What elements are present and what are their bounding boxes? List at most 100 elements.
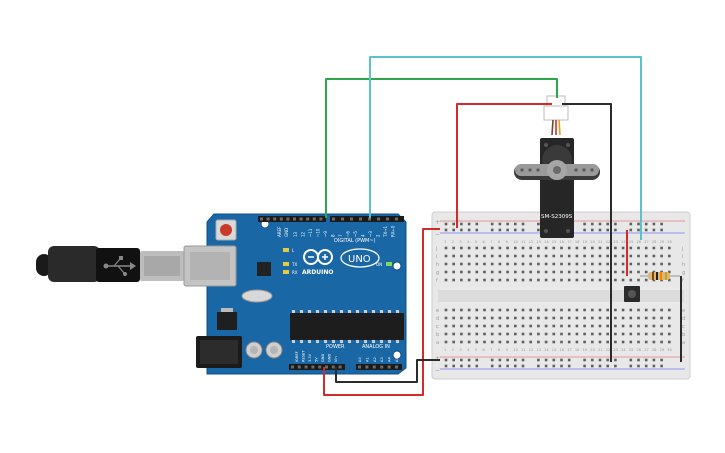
breadboard-hole[interactable] xyxy=(660,316,663,320)
breadboard-hole[interactable] xyxy=(560,246,563,250)
breadboard-hole[interactable] xyxy=(521,278,525,282)
breadboard-hole[interactable] xyxy=(621,270,625,274)
breadboard-hole[interactable] xyxy=(544,308,548,312)
rail-hole[interactable] xyxy=(498,358,502,362)
rail-hole[interactable] xyxy=(452,364,455,368)
breadboard-hole[interactable] xyxy=(606,332,609,336)
breadboard-hole[interactable] xyxy=(629,270,633,274)
rail-hole[interactable] xyxy=(498,228,502,232)
rail-hole[interactable] xyxy=(537,364,540,368)
breadboard-hole[interactable] xyxy=(591,316,594,320)
breadboard-hole[interactable] xyxy=(575,324,579,328)
rail-hole[interactable] xyxy=(475,358,479,362)
breadboard-hole[interactable] xyxy=(606,308,609,312)
rail-hole[interactable] xyxy=(591,364,594,368)
rail-hole[interactable] xyxy=(644,222,648,226)
rail-hole[interactable] xyxy=(475,228,479,232)
breadboard-hole[interactable] xyxy=(460,246,463,250)
breadboard-hole[interactable] xyxy=(560,332,563,336)
breadboard-hole[interactable] xyxy=(637,262,640,266)
breadboard-hole[interactable] xyxy=(629,332,633,336)
rail-hole[interactable] xyxy=(506,364,509,368)
reset-button[interactable] xyxy=(215,219,237,241)
breadboard-hole[interactable] xyxy=(475,262,479,266)
breadboard-hole[interactable] xyxy=(444,324,448,328)
header-hole[interactable] xyxy=(350,217,353,221)
breadboard-hole[interactable] xyxy=(460,262,463,266)
header-hole[interactable] xyxy=(387,365,391,369)
breadboard-hole[interactable] xyxy=(490,270,494,274)
breadboard-hole[interactable] xyxy=(644,316,648,320)
breadboard-hole[interactable] xyxy=(575,316,579,320)
rail-hole[interactable] xyxy=(467,228,471,232)
rail-hole[interactable] xyxy=(598,358,602,362)
breadboard-hole[interactable] xyxy=(660,262,663,266)
breadboard-hole[interactable] xyxy=(606,316,609,320)
breadboard-hole[interactable] xyxy=(637,324,640,328)
wire-red-5v[interactable] xyxy=(323,228,440,396)
rail-hole[interactable] xyxy=(544,358,548,362)
rail-hole[interactable] xyxy=(467,358,471,362)
breadboard-hole[interactable] xyxy=(444,262,448,266)
rail-hole[interactable] xyxy=(591,222,594,226)
rail-hole[interactable] xyxy=(452,222,455,226)
breadboard-hole[interactable] xyxy=(521,324,525,328)
breadboard-hole[interactable] xyxy=(614,270,617,274)
breadboard-hole[interactable] xyxy=(591,332,594,336)
breadboard-hole[interactable] xyxy=(660,246,663,250)
rail-hole[interactable] xyxy=(521,222,525,226)
breadboard-hole[interactable] xyxy=(514,278,517,282)
rail-hole[interactable] xyxy=(560,358,563,362)
breadboard-hole[interactable] xyxy=(606,278,609,282)
breadboard-hole[interactable] xyxy=(452,308,455,312)
breadboard-hole[interactable] xyxy=(483,308,486,312)
breadboard-hole[interactable] xyxy=(621,278,625,282)
breadboard-hole[interactable] xyxy=(460,278,463,282)
breadboard-hole[interactable] xyxy=(506,270,509,274)
wire-black-servo-ground[interactable] xyxy=(562,103,612,362)
breadboard-hole[interactable] xyxy=(652,262,656,266)
rail-hole[interactable] xyxy=(606,364,609,368)
breadboard-hole[interactable] xyxy=(591,254,594,258)
breadboard-hole[interactable] xyxy=(598,278,602,282)
rail-hole[interactable] xyxy=(598,228,602,232)
rail-hole[interactable] xyxy=(521,228,525,232)
rail-hole[interactable] xyxy=(614,358,617,362)
rail-hole[interactable] xyxy=(506,222,509,226)
breadboard-hole[interactable] xyxy=(560,340,563,344)
breadboard-hole[interactable] xyxy=(475,308,479,312)
breadboard-hole[interactable] xyxy=(444,340,448,344)
header-hole[interactable] xyxy=(306,217,310,221)
breadboard-hole[interactable] xyxy=(629,278,633,282)
breadboard-hole[interactable] xyxy=(606,324,609,328)
header-hole[interactable] xyxy=(293,217,296,221)
breadboard-hole[interactable] xyxy=(583,246,586,250)
breadboard-hole[interactable] xyxy=(644,262,648,266)
breadboard-hole[interactable] xyxy=(506,308,509,312)
breadboard-hole[interactable] xyxy=(637,332,640,336)
breadboard-hole[interactable] xyxy=(575,246,579,250)
breadboard-hole[interactable] xyxy=(460,308,463,312)
breadboard-hole[interactable] xyxy=(537,262,540,266)
breadboard-hole[interactable] xyxy=(467,278,471,282)
header-hole[interactable] xyxy=(332,217,335,221)
breadboard-hole[interactable] xyxy=(467,340,471,344)
breadboard-hole[interactable] xyxy=(606,254,609,258)
header-hole[interactable] xyxy=(386,217,389,221)
rail-hole[interactable] xyxy=(567,364,571,368)
breadboard-hole[interactable] xyxy=(644,324,648,328)
breadboard-hole[interactable] xyxy=(444,246,448,250)
breadboard-hole[interactable] xyxy=(544,316,548,320)
breadboard-hole[interactable] xyxy=(467,332,471,336)
breadboard-hole[interactable] xyxy=(467,270,471,274)
breadboard-hole[interactable] xyxy=(490,262,494,266)
breadboard-hole[interactable] xyxy=(614,308,617,312)
breadboard-hole[interactable] xyxy=(514,246,517,250)
header-hole[interactable] xyxy=(395,217,398,221)
breadboard-hole[interactable] xyxy=(460,316,463,320)
header-hole[interactable] xyxy=(299,217,303,221)
resistor[interactable] xyxy=(640,272,680,280)
rail-hole[interactable] xyxy=(460,228,463,232)
breadboard-hole[interactable] xyxy=(444,254,448,258)
header-hole[interactable] xyxy=(304,365,308,369)
